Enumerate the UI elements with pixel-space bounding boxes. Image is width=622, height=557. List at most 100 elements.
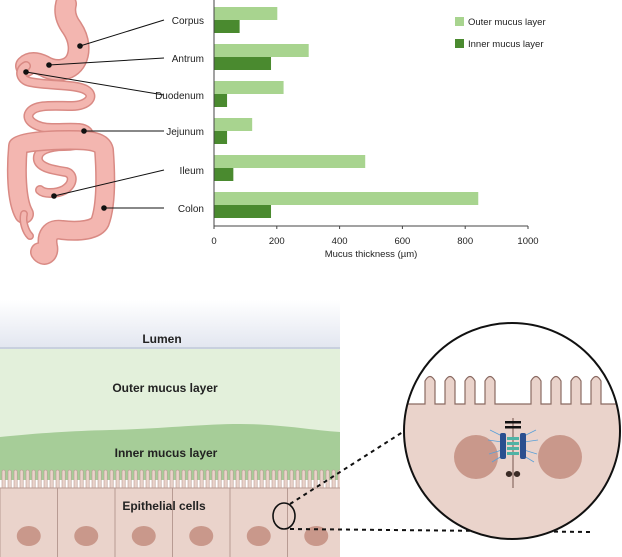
microvillus — [241, 469, 246, 491]
legend-label-outer: Outer mucus layer — [468, 17, 546, 28]
microvillus — [49, 469, 54, 491]
microvillus — [289, 469, 294, 491]
lumen-region — [0, 300, 340, 350]
microvillus — [199, 469, 204, 491]
nucleus-left — [454, 435, 498, 479]
nucleus-right — [538, 435, 582, 479]
microvillus — [253, 469, 258, 491]
bar-antrum-outer — [214, 44, 309, 57]
microvillus — [55, 469, 60, 491]
corpus-dot — [77, 43, 83, 49]
gi-tract-illustration — [6, 0, 116, 265]
microvillus — [43, 469, 48, 491]
microvillus — [127, 469, 132, 491]
organ-label-duodenum: Duodenum — [155, 91, 204, 102]
microvillus — [121, 469, 126, 491]
desmosome-icon — [505, 471, 521, 477]
tight-junction-bar-1 — [505, 421, 521, 424]
stomach-illustration — [15, 0, 90, 81]
microvillus — [313, 469, 318, 491]
microvillus — [259, 469, 264, 491]
microvillus — [217, 469, 222, 491]
organ-duodenum: Duodenum — [23, 69, 204, 102]
cell-nucleus — [189, 526, 214, 546]
microvillus — [277, 469, 282, 491]
organ-antrum: Antrum — [46, 54, 204, 68]
bar-jejunum-outer — [214, 118, 253, 131]
x-tick-label: 1000 — [517, 236, 538, 247]
microvilli — [1, 469, 340, 491]
microvillus — [103, 469, 108, 491]
inner-mucus-label: Inner mucus layer — [115, 446, 218, 460]
organ-label-corpus: Corpus — [172, 16, 204, 27]
organ-ileum: Ileum — [51, 166, 204, 199]
microvillus — [187, 469, 192, 491]
epithelial-cells-label: Epithelial cells — [122, 499, 206, 513]
microvillus — [163, 469, 168, 491]
epithelial-cell — [57, 487, 116, 557]
microvillus — [247, 469, 252, 491]
epithelial-cells-row — [0, 487, 340, 557]
microvillus — [13, 469, 18, 491]
mucus-cross-section: Lumen Outer mucus layer Inner mucus laye… — [0, 300, 340, 557]
microvillus — [265, 469, 270, 491]
adherens-junction-icon — [487, 429, 539, 463]
microvillus — [235, 469, 240, 491]
microvillus — [31, 469, 36, 491]
microvillus — [67, 469, 72, 491]
organ-corpus: Corpus — [77, 16, 204, 49]
organ-label-colon: Colon — [178, 204, 204, 215]
organ-label-antrum: Antrum — [172, 54, 204, 65]
bar-corpus-inner — [214, 20, 240, 33]
legend-label-inner: Inner mucus layer — [468, 39, 544, 50]
microvillus — [205, 469, 210, 491]
microvillus — [115, 469, 120, 491]
ileum-dot — [51, 193, 57, 199]
microvillus — [157, 469, 162, 491]
bar-duodenum-outer — [214, 81, 284, 94]
microvillus — [181, 469, 186, 491]
cell-junction-zoom — [403, 322, 621, 540]
organ-labels: Corpus Antrum Duodenum Jejunum Ileum Col… — [23, 16, 204, 215]
microvillus — [169, 469, 174, 491]
bar-colon-inner — [214, 205, 272, 218]
bar-antrum-inner — [214, 57, 272, 70]
microvillus — [19, 469, 24, 491]
chart-bars — [214, 7, 479, 218]
organ-jejunum: Jejunum — [81, 127, 204, 138]
microvillus — [193, 469, 198, 491]
bar-corpus-outer — [214, 7, 278, 20]
cell-nucleus — [131, 526, 156, 546]
bar-ileum-outer — [214, 155, 366, 168]
cell-nucleus — [246, 526, 271, 546]
bar-jejunum-inner — [214, 131, 228, 144]
microvillus — [79, 469, 84, 491]
microvillus — [109, 469, 114, 491]
microvillus — [145, 469, 150, 491]
microvillus — [73, 469, 78, 491]
microvillus — [85, 469, 90, 491]
microvillus — [97, 469, 102, 491]
x-tick-label: 200 — [269, 236, 285, 247]
microvillus — [319, 469, 324, 491]
cell-nucleus — [16, 526, 41, 546]
colon-dot — [101, 205, 107, 211]
inner-mucus-region — [0, 424, 340, 480]
legend-swatch-inner — [455, 39, 464, 48]
microvillus — [133, 469, 138, 491]
microvillus — [223, 469, 228, 491]
duodenum-dot — [23, 69, 29, 75]
microvillus — [301, 469, 306, 491]
microvillus — [61, 469, 66, 491]
colon-illustration — [6, 130, 116, 265]
microvillus — [211, 469, 216, 491]
microvillus — [295, 469, 300, 491]
microvillus — [25, 469, 30, 491]
x-tick-label: 0 — [211, 236, 216, 247]
microvillus — [1, 469, 6, 491]
microvillus — [37, 469, 42, 491]
antrum-dot — [46, 62, 52, 68]
zoom-target-ellipse — [272, 502, 296, 530]
